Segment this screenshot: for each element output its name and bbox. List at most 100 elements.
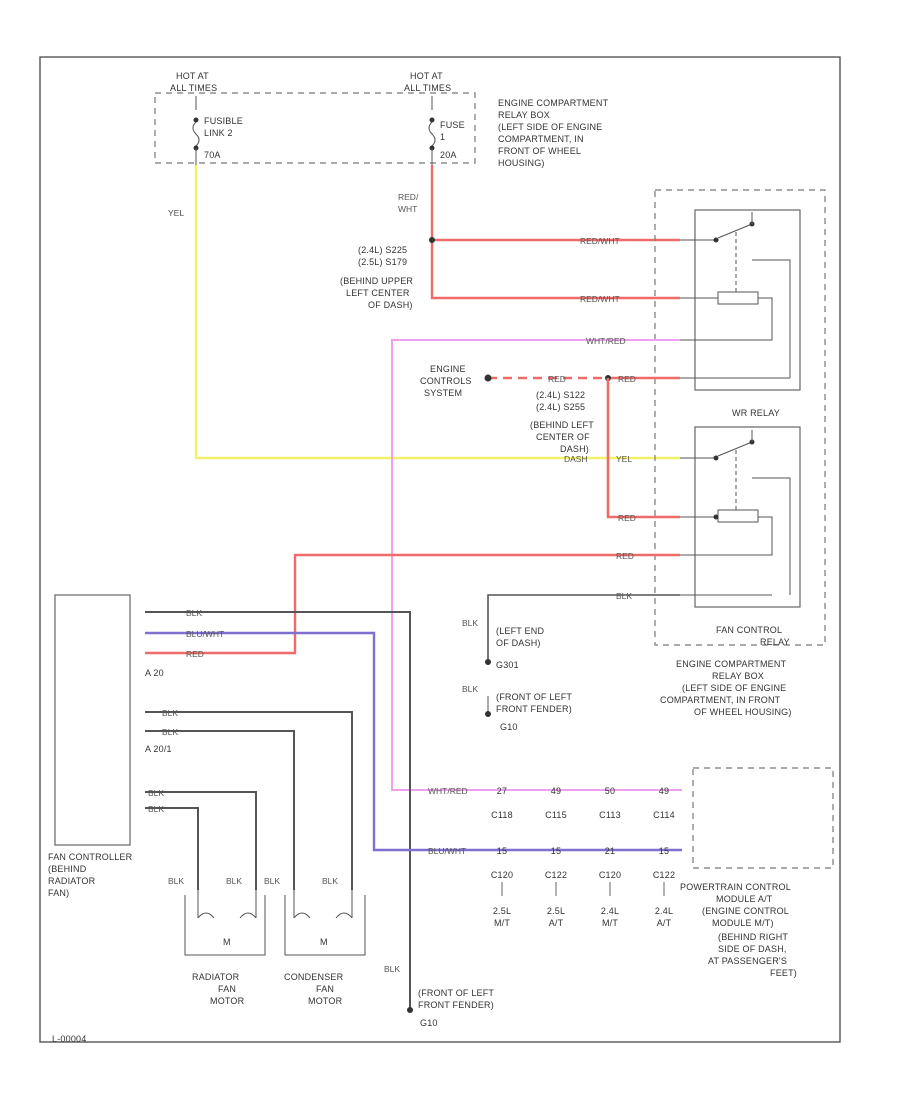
- wire-blk-motor-c: [145, 791, 257, 890]
- wire-label-blk-m3: BLK: [148, 788, 164, 798]
- ground-g301-dot: [485, 659, 491, 665]
- wire-label-blk-m4: BLK: [148, 804, 164, 814]
- fuse-right-label-3: 20A: [440, 150, 457, 160]
- wire-label-red-a: RED: [548, 374, 566, 384]
- wire-label-blk-m2: BLK: [162, 727, 178, 737]
- ground-g10-bottom-label: (FRONT OF LEFT FRONT FENDER) G10: [418, 988, 494, 1028]
- engine-controls-connector: [484, 374, 492, 382]
- svg-text:(2.4L) S255: (2.4L) S255: [536, 402, 585, 412]
- hot-label-right-1: HOT AT: [410, 71, 443, 81]
- connector-a20-1: A 20/1: [145, 744, 172, 754]
- power-box-label: ENGINE COMPARTMENT RELAY BOX (LEFT SIDE …: [498, 98, 609, 168]
- powertrain-control-module: [692, 767, 834, 869]
- wire-label-red-c: RED: [618, 513, 636, 523]
- svg-text:(FRONT OF LEFT: (FRONT OF LEFT: [418, 988, 494, 998]
- fuse-1: [428, 96, 436, 165]
- fuse-left-label-3: 70A: [204, 150, 221, 160]
- svg-text:RELAY: RELAY: [760, 637, 790, 647]
- wire-label-blk-motor2: BLK: [226, 876, 242, 886]
- pcm-connector-top: C118: [491, 810, 513, 820]
- svg-text:G301: G301: [496, 660, 519, 670]
- svg-text:FAN: FAN: [218, 984, 236, 994]
- svg-text:(2.4L) S122: (2.4L) S122: [536, 390, 585, 400]
- pcm-connector-top: C115: [545, 810, 567, 820]
- svg-text:SYSTEM: SYSTEM: [424, 388, 462, 398]
- wire-label-dash: DASH: [564, 454, 588, 464]
- svg-text:COMPARTMENT, IN FRONT: COMPARTMENT, IN FRONT: [660, 695, 781, 705]
- splice-lower-label: (2.4L) S122 (2.4L) S255 (BEHIND LEFT CEN…: [530, 390, 594, 454]
- pcm-pin-bottom: 15: [497, 846, 507, 856]
- svg-text:CONTROLS: CONTROLS: [420, 376, 472, 386]
- svg-text:FEET): FEET): [770, 968, 797, 978]
- diagram-code: L-00004: [52, 1034, 86, 1044]
- wire-red-fan-controller: [145, 553, 680, 655]
- svg-text:FAN): FAN): [48, 888, 69, 898]
- pcm-variant-trans: A/T: [657, 918, 672, 928]
- radiator-fan-motor-label: RADIATOR FAN MOTOR: [192, 972, 245, 1006]
- fuse-right-label-1: FUSE: [440, 120, 465, 130]
- wire-label-blk-motor4: BLK: [322, 876, 338, 886]
- wire-blk-motor-d: [145, 807, 199, 890]
- svg-text:FRONT FENDER): FRONT FENDER): [496, 704, 572, 714]
- wire-blk-relay-ground: [487, 594, 680, 662]
- relay-box-outline: [654, 189, 826, 646]
- wire-label-red-d: RED: [616, 551, 634, 561]
- svg-text:SIDE OF DASH,: SIDE OF DASH,: [718, 944, 787, 954]
- wire-label-wht-red: WHT/RED: [586, 336, 626, 346]
- pcm-pin-table: 27C11815C1202.5LM/T49C11515C1222.5LA/T50…: [491, 786, 675, 928]
- hot-label-right-2: ALL TIMES: [404, 83, 451, 93]
- svg-text:ENGINE COMPARTMENT: ENGINE COMPARTMENT: [498, 98, 609, 108]
- svg-text:POWERTRAIN CONTROL: POWERTRAIN CONTROL: [680, 882, 791, 892]
- svg-text:G10: G10: [420, 1018, 438, 1028]
- svg-text:(FRONT OF LEFT: (FRONT OF LEFT: [496, 692, 572, 702]
- svg-text:RADIATOR: RADIATOR: [192, 972, 240, 982]
- ground-g10-label: (FRONT OF LEFT FRONT FENDER) G10: [496, 692, 572, 732]
- wire-label-red-wht-b: RED/WHT: [580, 294, 620, 304]
- svg-text:ENGINE COMPARTMENT: ENGINE COMPARTMENT: [676, 659, 787, 669]
- svg-text:MOTOR: MOTOR: [210, 996, 245, 1006]
- fuse-right-label-2: 1: [440, 132, 445, 142]
- svg-text:(BEHIND LEFT: (BEHIND LEFT: [530, 420, 594, 430]
- condenser-fan-motor-label: CONDENSER FAN MOTOR: [284, 972, 343, 1006]
- svg-text:LEFT CENTER: LEFT CENTER: [346, 288, 410, 298]
- svg-text:(LEFT SIDE OF ENGINE: (LEFT SIDE OF ENGINE: [498, 122, 602, 132]
- hot-label-left-1: HOT AT: [176, 71, 209, 81]
- wire-label-blk-ctrl: BLK: [186, 608, 202, 618]
- fuse-left-label-2: LINK 2: [204, 128, 233, 138]
- svg-text:(BEHIND: (BEHIND: [48, 864, 87, 874]
- svg-text:DASH): DASH): [560, 444, 589, 454]
- pcm-connector-bottom: C120: [491, 870, 513, 880]
- pcm-pin-top: 49: [659, 786, 669, 796]
- wire-label-red-wht-1: RED/: [398, 192, 419, 202]
- pcm-variant-engine: 2.4L: [655, 906, 673, 916]
- svg-text:AT PASSENGER'S: AT PASSENGER'S: [708, 956, 787, 966]
- svg-text:RELAY BOX: RELAY BOX: [712, 671, 764, 681]
- wire-label-blk-motor1: BLK: [168, 876, 184, 886]
- ground-g10-dot: [485, 711, 491, 717]
- pcm-connector-bottom: C122: [653, 870, 675, 880]
- pcm-connector-top: C113: [599, 810, 621, 820]
- wire-label-wht-red-b: WHT/RED: [428, 786, 468, 796]
- pcm-connector-bottom: C122: [545, 870, 567, 880]
- svg-text:HOUSING): HOUSING): [498, 158, 545, 168]
- fan-controller: [54, 594, 131, 846]
- wire-blk-controller-ground: [145, 611, 411, 1010]
- svg-text:(2.5L) S179: (2.5L) S179: [358, 257, 407, 267]
- pcm-connector-top: C114: [653, 810, 675, 820]
- relay-upper: [680, 209, 801, 391]
- svg-text:M: M: [223, 937, 231, 947]
- svg-text:FAN CONTROL: FAN CONTROL: [716, 625, 782, 635]
- fuse-left-label-1: FUSIBLE: [204, 116, 243, 126]
- svg-text:MODULE M/T): MODULE M/T): [712, 918, 774, 928]
- wire-label-yel: YEL: [168, 208, 184, 218]
- svg-text:RELAY BOX: RELAY BOX: [498, 110, 550, 120]
- fan-control-relay-label: FAN CONTROL RELAY: [716, 625, 790, 647]
- ground-g10-bottom-dot: [407, 1007, 413, 1013]
- svg-text:FAN CONTROLLER: FAN CONTROLLER: [48, 852, 133, 862]
- svg-text:G10: G10: [500, 722, 518, 732]
- pcm-pin-bottom: 15: [659, 846, 669, 856]
- engine-controls-label: ENGINE CONTROLS SYSTEM: [420, 364, 472, 398]
- wire-label-blk-motor3: BLK: [264, 876, 280, 886]
- splice-upper-dot: [429, 237, 435, 243]
